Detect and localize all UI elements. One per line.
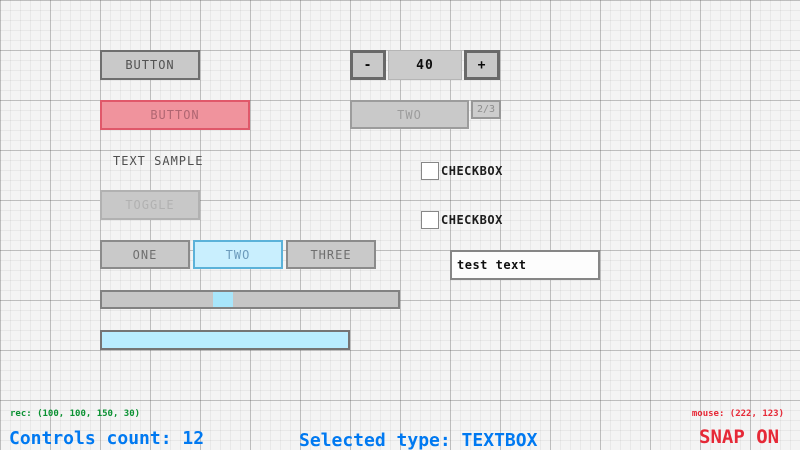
selected-type-text: Selected type: TEXTBOX [299, 430, 538, 450]
checkbox-1-label: CHECKBOX [441, 164, 503, 178]
progress-bar-filled[interactable] [100, 330, 350, 350]
selected-rec-info: rec: (100, 100, 150, 30) [10, 409, 141, 419]
text-sample-label: TEXT SAMPLE [113, 154, 204, 168]
button-normal[interactable]: BUTTON [100, 50, 200, 80]
toggle-group-item-one[interactable]: ONE [100, 240, 190, 269]
checkbox-2[interactable] [421, 211, 439, 229]
toggle-group-item-three[interactable]: THREE [286, 240, 376, 269]
toggle-group-item-two-active[interactable]: TWO [193, 240, 283, 269]
plus-icon: + [477, 57, 487, 73]
spinner-value[interactable]: 40 [388, 50, 462, 80]
mouse-position-text: mouse: (222, 123) [691, 409, 784, 419]
minus-icon: - [363, 57, 373, 73]
toggle-button[interactable]: TOGGLE [100, 190, 200, 220]
combobox-selected-option[interactable]: TWO [350, 100, 469, 129]
button-selected[interactable]: BUTTON [100, 100, 250, 130]
snap-status-text: SNAP ON [699, 426, 780, 448]
textbox-input[interactable]: test text [450, 250, 600, 280]
controls-count-text: Controls count: 12 [9, 428, 205, 449]
checkbox-1[interactable] [421, 162, 439, 180]
combobox-counter[interactable]: 2/3 [471, 100, 501, 119]
spinner-increment-button[interactable]: + [464, 50, 500, 80]
slider-handle[interactable] [213, 292, 233, 307]
spinner-decrement-button[interactable]: - [350, 50, 386, 80]
checkbox-2-label: CHECKBOX [441, 213, 503, 227]
slider-bar[interactable] [100, 290, 400, 309]
